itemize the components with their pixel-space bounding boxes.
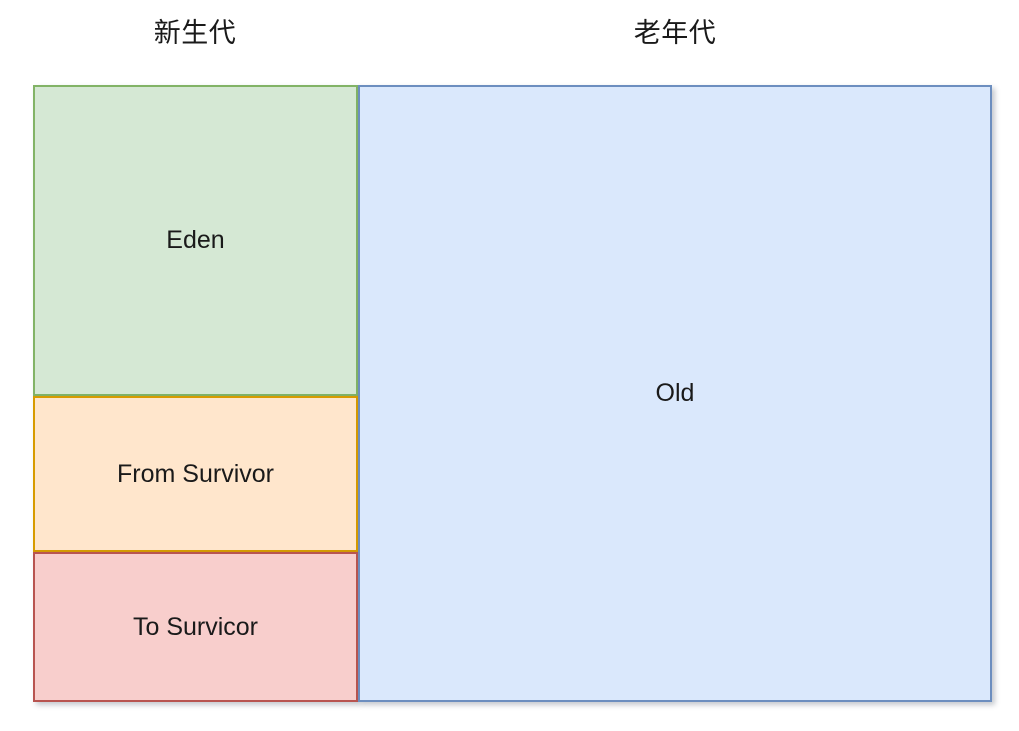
column-heading-old-generation: 老年代 (633, 18, 717, 48)
column-heading-young-generation: 新生代 (153, 18, 237, 48)
region-old[interactable]: Old (358, 85, 992, 702)
region-from-survivor-label: From Survivor (117, 459, 274, 488)
region-to-survivor[interactable]: To Survicor (33, 552, 358, 702)
region-to-survivor-label: To Survicor (132, 612, 259, 641)
region-from-survivor[interactable]: From Survivor (33, 396, 358, 552)
region-eden[interactable]: Eden (33, 85, 358, 396)
region-eden-label: Eden (166, 226, 225, 254)
region-old-label: Old (655, 379, 695, 407)
